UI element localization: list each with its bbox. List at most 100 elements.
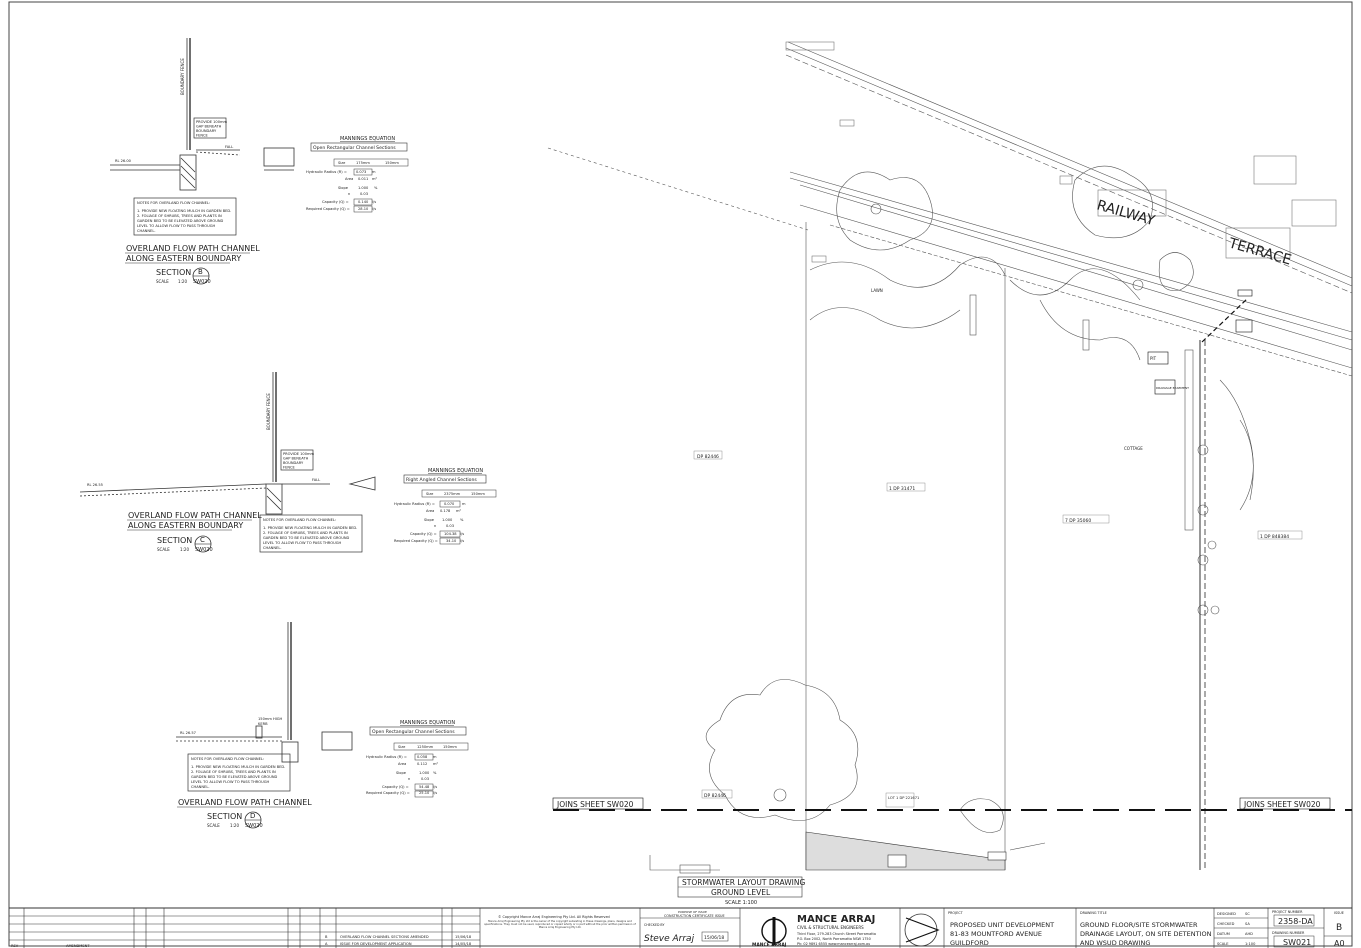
- svg-text:Slope: Slope: [396, 771, 407, 775]
- svg-text:DP 82446: DP 82446: [704, 793, 726, 799]
- svg-text:DRAWING TITLE: DRAWING TITLE: [1080, 911, 1107, 915]
- svg-text:FENCE: FENCE: [283, 466, 296, 470]
- svg-text:1:20: 1:20: [178, 279, 187, 284]
- svg-text:OVERLAND FLOW CHANNEL SECTIONS: OVERLAND FLOW CHANNEL SECTIONS AMENDED: [340, 935, 429, 939]
- drawing-title-block: DRAWING TITLE GROUND FLOOR/SITE STORMWAT…: [1080, 911, 1212, 947]
- svg-text:MANNINGS EQUATION: MANNINGS EQUATION: [400, 720, 455, 726]
- svg-text:GAP BENEATH: GAP BENEATH: [283, 457, 309, 461]
- svg-text:2375mm: 2375mm: [444, 492, 461, 496]
- svg-text:ALONG EASTERN BOUNDARY: ALONG EASTERN BOUNDARY: [128, 521, 243, 530]
- svg-text:LEVEL TO ALLOW FLOW TO PASS TH: LEVEL TO ALLOW FLOW TO PASS THROUGH: [137, 224, 216, 228]
- svg-text:OVERLAND FLOW PATH CHANNEL: OVERLAND FLOW PATH CHANNEL: [128, 511, 262, 520]
- svg-text:LOT 1 DP 221671: LOT 1 DP 221671: [888, 796, 919, 800]
- svg-text:Area: Area: [398, 762, 406, 766]
- section-b-fall: FALL: [225, 145, 233, 149]
- svg-text:P.O. Box 2002, North Parramatt: P.O. Box 2002, North Parramatta NSW 1750: [797, 937, 871, 941]
- issue-block: ISSUE B A0: [1334, 911, 1345, 948]
- plan-terrace-label: TERRACE: [1226, 235, 1293, 268]
- svg-text:LEVEL TO ALLOW FLOW TO PASS TH: LEVEL TO ALLOW FLOW TO PASS THROUGH: [191, 780, 270, 784]
- svg-text:14/05/18: 14/05/18: [455, 942, 472, 946]
- svg-text:MANNINGS EQUATION: MANNINGS EQUATION: [340, 136, 395, 142]
- svg-text:D: D: [250, 812, 255, 820]
- svg-text:l/s: l/s: [372, 200, 376, 204]
- title-block: [9, 907, 1352, 948]
- svg-text:0.073: 0.073: [356, 170, 366, 174]
- svg-text:54.48: 54.48: [419, 785, 430, 789]
- svg-text:C: C: [200, 536, 205, 544]
- svg-text:2. FOLIAGE OF SHRUBS, TREES AN: 2. FOLIAGE OF SHRUBS, TREES AND PLANTS I…: [263, 531, 348, 535]
- section-c-detail: [79, 372, 376, 515]
- svg-text:SC: SC: [1245, 912, 1250, 916]
- svg-text:PROJECT NUMBER: PROJECT NUMBER: [1272, 910, 1303, 914]
- svg-text:Right Angled Channel Sections: Right Angled Channel Sections: [406, 477, 477, 483]
- svg-text:1.000: 1.000: [419, 771, 430, 775]
- svg-text:REV: REV: [11, 944, 19, 948]
- plan-drawing-title: STORMWATER LAYOUT DRAWING GROUND LEVEL S…: [677, 876, 805, 906]
- svg-text:m²: m²: [433, 762, 439, 766]
- svg-text:25.10: 25.10: [419, 791, 430, 795]
- svg-text:0.03: 0.03: [421, 777, 429, 781]
- sheet-size: A0: [1334, 939, 1345, 948]
- svg-text:SW020: SW020: [195, 547, 213, 553]
- svg-text:SCALE: SCALE: [157, 547, 170, 552]
- svg-text:Hydraulic Radius (R) =: Hydraulic Radius (R) =: [366, 755, 407, 759]
- section-d-kerb-note: 150mm HIGH KERB: [258, 717, 283, 726]
- svg-text:BOUNDARY: BOUNDARY: [283, 461, 304, 465]
- svg-text:Capacity (Q) =: Capacity (Q) =: [410, 532, 437, 536]
- svg-text:104.38: 104.38: [444, 532, 457, 536]
- svg-text:DESIGNED: DESIGNED: [1217, 912, 1236, 916]
- project-number: 2358-DA: [1278, 917, 1313, 926]
- svg-text:SCALE: SCALE: [1217, 942, 1229, 946]
- svg-text:150mm: 150mm: [385, 161, 399, 165]
- section-d-mannings: MANNINGS EQUATION Open Rectangular Chann…: [366, 720, 469, 798]
- svg-text:SA: SA: [1245, 922, 1250, 926]
- site-plan: [547, 41, 1353, 874]
- svg-text:1:100: 1:100: [1245, 942, 1256, 946]
- svg-text:0.011: 0.011: [358, 177, 368, 181]
- svg-text:l/s: l/s: [433, 791, 437, 795]
- svg-text:Size: Size: [398, 745, 406, 749]
- svg-text:SW020: SW020: [193, 279, 211, 285]
- svg-text:MANNINGS EQUATION: MANNINGS EQUATION: [428, 468, 483, 474]
- section-c-fall: FALL: [312, 478, 320, 482]
- svg-text:PROVIDE 100mm: PROVIDE 100mm: [196, 120, 227, 124]
- plan-railway-label: RAILWAY: [1095, 197, 1157, 229]
- svg-text:Size: Size: [426, 492, 434, 496]
- svg-text:Area: Area: [426, 509, 434, 513]
- svg-text:CHECKED: CHECKED: [1217, 922, 1235, 926]
- company-logo-text: MANCE ARRAJ: [752, 942, 787, 948]
- svg-text:1:20: 1:20: [230, 823, 239, 828]
- svg-text:m²: m²: [456, 509, 462, 513]
- svg-text:A: A: [325, 942, 328, 946]
- section-b-fence-label: BOUNDARY FENCE: [180, 58, 185, 95]
- svg-text:m²: m²: [372, 177, 378, 181]
- sheet-border: [8, 1, 1353, 947]
- design-info-block: DESIGNED SC CHECKED SA DATUM AHD SCALE 1…: [1217, 912, 1256, 946]
- section-b-mannings: MANNINGS EQUATION Open Rectangular Chann…: [306, 136, 409, 213]
- svg-text:1.000: 1.000: [442, 518, 453, 522]
- plan-lawn-label: LAWN: [871, 288, 883, 293]
- svg-text:SECTION: SECTION: [207, 812, 242, 821]
- svg-text:STORMWATER LAYOUT DRAWING: STORMWATER LAYOUT DRAWING: [682, 878, 805, 887]
- svg-text:0.140: 0.140: [358, 200, 369, 204]
- svg-text:15/06/18: 15/06/18: [455, 935, 472, 939]
- svg-text:%: %: [460, 518, 464, 522]
- issue-letter: B: [1336, 923, 1342, 933]
- svg-text:l/s: l/s: [372, 207, 376, 211]
- svg-text:0.03: 0.03: [360, 192, 368, 196]
- svg-text:Capacity (Q) =: Capacity (Q) =: [322, 200, 349, 204]
- svg-text:81-83 MOUNTFORD AVENUE: 81-83 MOUNTFORD AVENUE: [950, 930, 1042, 938]
- section-b-notes: NOTES FOR OVERLAND FLOW CHANNEL: 1. PROV…: [133, 197, 237, 236]
- svg-text:28.10: 28.10: [358, 207, 369, 211]
- svg-text:OVERLAND FLOW PATH CHANNEL: OVERLAND FLOW PATH CHANNEL: [178, 798, 312, 807]
- svg-text:0.03: 0.03: [446, 524, 454, 528]
- svg-text:OVERLAND FLOW PATH CHANNEL: OVERLAND FLOW PATH CHANNEL: [126, 244, 260, 253]
- svg-text:n: n: [434, 524, 436, 528]
- svg-text:0.070: 0.070: [444, 502, 455, 506]
- svg-text:7 DP 35060: 7 DP 35060: [1065, 518, 1091, 524]
- svg-text:GROUND FLOOR/SITE STORMWATER: GROUND FLOOR/SITE STORMWATER: [1080, 921, 1198, 929]
- svg-text:150mm: 150mm: [471, 492, 485, 496]
- svg-text:l/s: l/s: [433, 785, 437, 789]
- section-d-rl: RL 26.57: [180, 731, 196, 735]
